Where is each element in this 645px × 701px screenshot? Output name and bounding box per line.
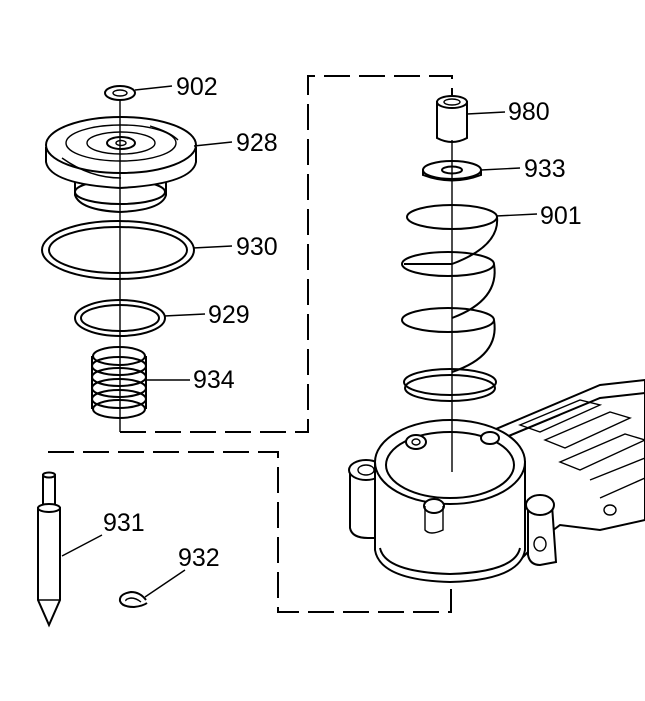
part-901-spring [401, 204, 538, 402]
callout-929: 929 [208, 301, 250, 329]
callout-931: 931 [103, 509, 145, 537]
part-902-clip [104, 85, 173, 101]
part-930-seal-ring [41, 220, 233, 280]
callout-928: 928 [236, 129, 278, 157]
part-932-snap-ring [118, 569, 186, 609]
part-933-washer [422, 160, 521, 182]
valve-body-housing [348, 378, 645, 584]
callout-901: 901 [540, 202, 582, 230]
callout-980: 980 [508, 98, 550, 126]
callout-933: 933 [524, 155, 566, 183]
callout-902: 902 [176, 73, 218, 101]
part-934-spring [91, 346, 190, 419]
callout-934: 934 [193, 366, 235, 394]
part-931-pin [37, 471, 103, 628]
callout-932: 932 [178, 544, 220, 572]
part-929-seal-ring [74, 299, 206, 337]
callout-930: 930 [236, 233, 278, 261]
dashed-routing-lines [48, 75, 453, 613]
part-980-sleeve [436, 95, 506, 143]
part-928-piston-cover [45, 116, 233, 214]
